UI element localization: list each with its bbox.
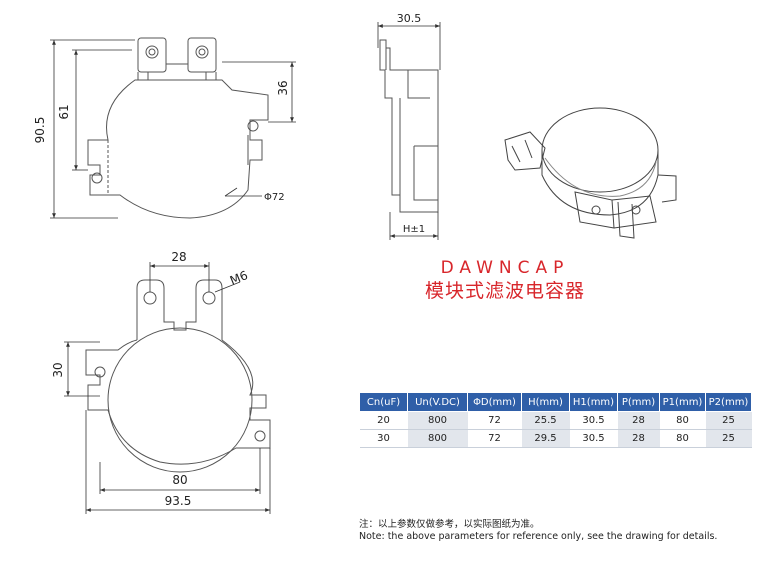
table-cell: 30.5 — [569, 411, 618, 430]
side-view-drawing — [379, 39, 439, 213]
dim-top-inner: 61 — [57, 104, 71, 119]
table-cell: 30.5 — [569, 429, 618, 448]
front-view-dimensions — [64, 262, 271, 514]
side-view-dimensions — [377, 22, 441, 240]
table-cell: 28 — [617, 411, 660, 430]
front-view-drawing — [85, 279, 271, 473]
brand-name: DAWNCAP — [440, 258, 570, 278]
col-header: Un(V.DC) — [407, 392, 468, 412]
dim-bottom-left: 30 — [51, 362, 65, 377]
top-view-dimensions — [50, 39, 296, 219]
dim-top-height: 90.5 — [33, 117, 47, 144]
note-chinese: 注：以上参数仅做参考，以实际图纸为准。 — [359, 519, 540, 530]
dim-side-width: 30.5 — [397, 12, 422, 25]
table-cell: 800 — [407, 411, 468, 430]
isometric-view — [504, 107, 677, 239]
table-cell: 800 — [407, 429, 468, 448]
table-cell: 72 — [467, 429, 522, 448]
dim-side-height: H±1 — [403, 224, 425, 235]
table-cell: 29.5 — [521, 429, 570, 448]
table-cell: 28 — [617, 429, 660, 448]
table-row: 30 800 72 29.5 30.5 28 80 25 — [359, 429, 752, 448]
table-row: 20 800 72 25.5 30.5 28 80 25 — [359, 411, 752, 430]
spec-table: Cn(uF) Un(V.DC) ΦD(mm) H(mm) H1(mm) P(mm… — [359, 392, 752, 448]
dim-bottom-outer-width: 93.5 — [165, 494, 192, 508]
table-cell: 80 — [659, 429, 706, 448]
dim-top-right: 36 — [276, 80, 290, 95]
col-header: Cn(uF) — [359, 392, 408, 412]
table-cell: 30 — [359, 429, 408, 448]
col-header: ΦD(mm) — [467, 392, 522, 412]
dim-bottom-pitch: 28 — [171, 250, 186, 264]
brand-block: DAWNCAP 模块式滤波电容器 — [380, 258, 630, 304]
brand-subtitle: 模块式滤波电容器 — [424, 280, 585, 302]
table-cell: 20 — [359, 411, 408, 430]
dim-top-diameter: Φ72 — [264, 192, 285, 203]
table-cell: 25 — [705, 411, 752, 430]
dim-bottom-inner-width: 80 — [172, 473, 187, 487]
table-cell: 25.5 — [521, 411, 570, 430]
table-cell: 72 — [467, 411, 522, 430]
col-header: H(mm) — [521, 392, 570, 412]
table-cell: 25 — [705, 429, 752, 448]
top-view-drawing — [87, 37, 269, 219]
table-cell: 80 — [659, 411, 706, 430]
col-header: P2(mm) — [705, 392, 752, 412]
dim-bottom-thread: M6 — [228, 268, 250, 288]
col-header: H1(mm) — [569, 392, 618, 412]
note-english: Note: the above parameters for reference… — [359, 531, 718, 542]
col-header: P1(mm) — [659, 392, 706, 412]
col-header: P(mm) — [617, 392, 660, 412]
spec-table-header: Cn(uF) Un(V.DC) ΦD(mm) H(mm) H1(mm) P(mm… — [359, 392, 752, 412]
